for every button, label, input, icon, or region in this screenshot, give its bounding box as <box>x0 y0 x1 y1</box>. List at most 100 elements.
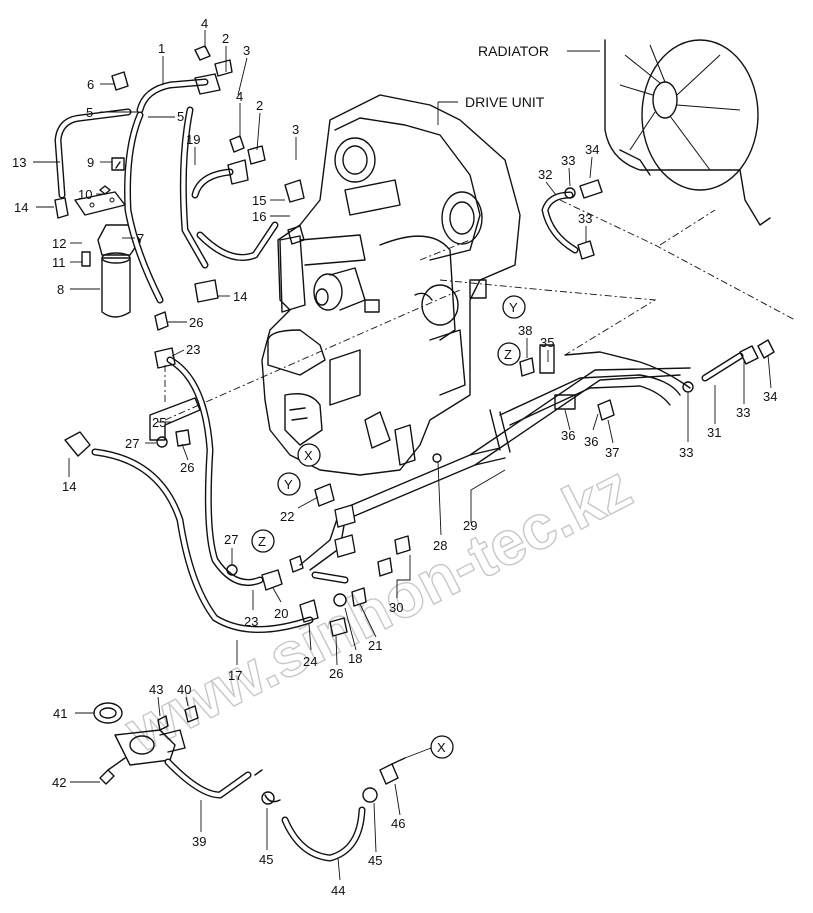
callout: 27 <box>224 532 238 547</box>
callout: 14 <box>233 289 247 304</box>
svg-text:X: X <box>437 740 446 755</box>
ref-circle-x-mid: X <box>297 443 321 467</box>
callout: 12 <box>52 236 66 251</box>
hose-32 <box>541 179 603 260</box>
hose-1 <box>124 78 209 304</box>
callout: 22 <box>280 509 294 524</box>
callout: 27 <box>125 436 139 451</box>
callout: 39 <box>192 834 206 849</box>
svg-text:Y: Y <box>284 477 293 492</box>
callout: 36 <box>584 434 598 449</box>
label-radiator: RADIATOR <box>478 43 549 59</box>
callout: 23 <box>186 342 200 357</box>
label-drive-unit: DRIVE UNIT <box>465 94 545 110</box>
ref-circle-z-mid: Z <box>251 529 275 553</box>
callout: 34 <box>763 389 777 404</box>
dashed-connections <box>164 199 796 421</box>
ref-circle-z-top: Z <box>497 342 521 366</box>
bolt-30b <box>377 557 393 577</box>
callout: 8 <box>57 282 64 297</box>
callout: 23 <box>244 614 258 629</box>
fill-tube-assembly <box>93 702 406 862</box>
washer-27 <box>156 436 168 448</box>
callout: 11 <box>52 255 66 270</box>
callout: 19 <box>186 132 200 147</box>
callout: 43 <box>149 682 163 697</box>
callout: 34 <box>585 142 599 157</box>
ref-circle-y-mid: Y <box>277 472 301 496</box>
svg-text:Z: Z <box>258 534 266 549</box>
callout: 14 <box>62 479 76 494</box>
callout: 3 <box>292 122 299 137</box>
clamp-block-30a <box>334 504 356 528</box>
callout: 46 <box>391 816 405 831</box>
bolt-26b <box>175 429 191 447</box>
callout: 37 <box>605 445 619 460</box>
callout: 45 <box>368 853 382 868</box>
bracket-25 <box>149 397 201 441</box>
callout: 2 <box>222 31 229 46</box>
callout: 26 <box>189 315 203 330</box>
callout: 28 <box>433 538 447 553</box>
svg-text:X: X <box>304 448 313 463</box>
callout: 7 <box>137 231 144 246</box>
callout: 20 <box>274 606 288 621</box>
ref-circle-y-top: Y <box>502 295 526 319</box>
hose-13 <box>54 108 132 199</box>
top-fittings <box>111 45 305 303</box>
callout: 33 <box>736 405 750 420</box>
callout: 14 <box>14 200 28 215</box>
svg-text:Z: Z <box>504 347 512 362</box>
callout: 17 <box>228 668 242 683</box>
callout: 30 <box>389 600 403 615</box>
clamp-23 <box>154 347 176 369</box>
callout: 26 <box>329 666 343 681</box>
callout: 38 <box>518 323 532 338</box>
hose-31 <box>682 339 775 393</box>
callout: 3 <box>243 43 250 58</box>
clamp-block-30b <box>334 534 356 558</box>
svg-text:Y: Y <box>509 300 518 315</box>
callout: 18 <box>348 651 362 666</box>
callout: 42 <box>52 775 66 790</box>
small-hoses <box>226 453 442 637</box>
hose-23 <box>166 356 264 586</box>
bolt-37 <box>597 399 615 421</box>
callout: 45 <box>259 852 273 867</box>
ref-circle-x-bottom: X <box>430 735 454 759</box>
callout: 33 <box>561 153 575 168</box>
oil-filter-assembly <box>54 157 141 318</box>
callout: 31 <box>707 425 721 440</box>
elbow-14 <box>64 431 91 457</box>
callout: 9 <box>87 155 94 170</box>
callout: 33 <box>578 211 592 226</box>
callout: 35 <box>540 335 554 350</box>
callout: 40 <box>177 682 191 697</box>
callout: 25 <box>152 415 166 430</box>
callout: 5 <box>177 109 184 124</box>
callout: 4 <box>201 16 208 31</box>
leader-lines <box>33 30 772 881</box>
callout: 24 <box>303 654 317 669</box>
callout: 29 <box>463 518 477 533</box>
hose-19 <box>179 106 279 269</box>
callout: 32 <box>538 167 552 182</box>
drive-unit <box>261 94 521 476</box>
bolt-30a <box>394 535 411 555</box>
callout: 26 <box>180 460 194 475</box>
callout: 13 <box>12 155 26 170</box>
callout: 2 <box>256 98 263 113</box>
bolt-26 <box>154 311 169 331</box>
callout: 36 <box>561 428 575 443</box>
callout: 10 <box>78 187 92 202</box>
radiator <box>604 39 771 226</box>
callout: 33 <box>679 445 693 460</box>
callout: 41 <box>53 706 67 721</box>
callout: 5 <box>86 105 93 120</box>
callout: 44 <box>331 883 345 898</box>
callout: 4 <box>236 89 243 104</box>
hose-17 <box>91 448 314 634</box>
callouts: 1 2 3 4 2 3 4 5 5 6 13 9 10 14 12 7 11 8… <box>12 16 777 898</box>
